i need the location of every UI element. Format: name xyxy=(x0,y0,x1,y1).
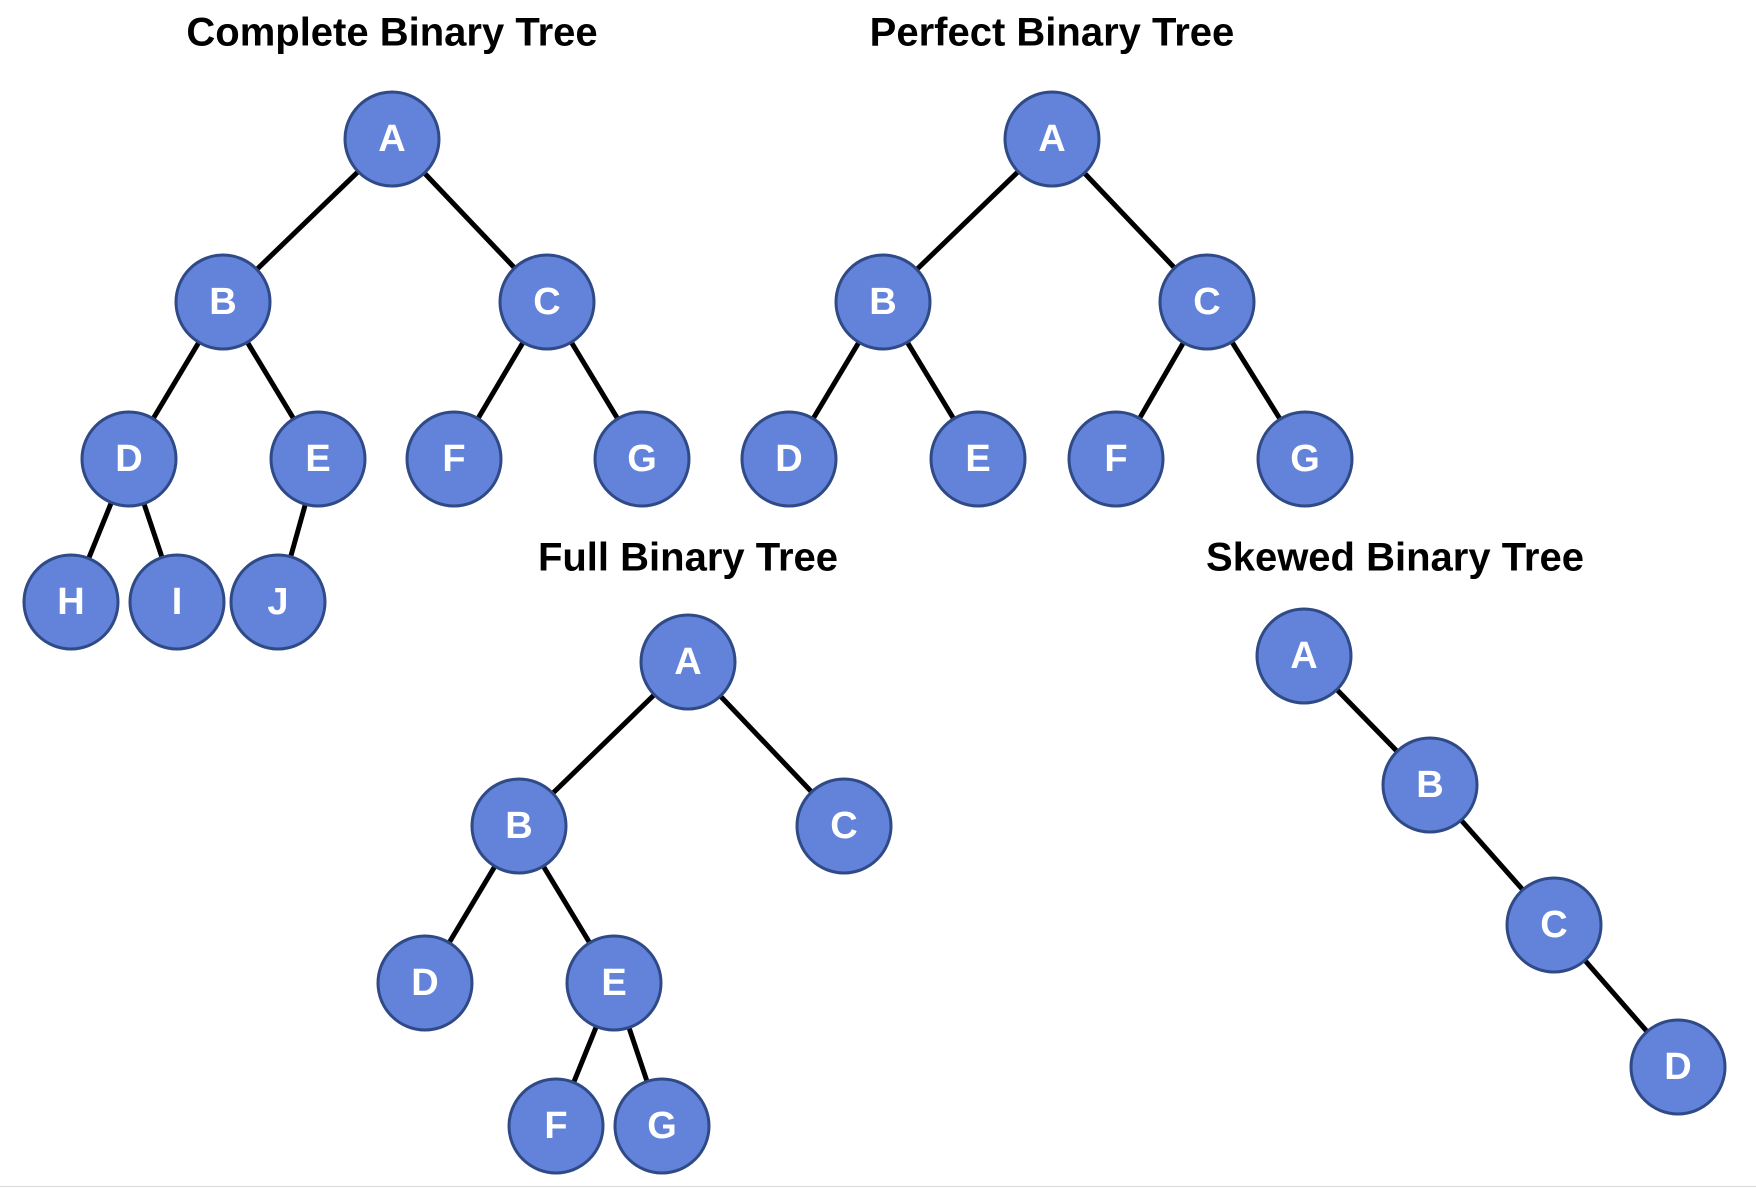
perfect-node-a-circle xyxy=(1003,90,1101,188)
title-perfect-binary-tree: Perfect Binary Tree xyxy=(870,11,1235,55)
skewed-node-c-circle xyxy=(1505,876,1603,974)
complete-node-h: H xyxy=(22,553,120,651)
perfect-node-g-circle xyxy=(1256,410,1354,508)
full-node-e-label: E xyxy=(601,962,626,1004)
skewed-node-c: C xyxy=(1505,876,1603,974)
full-node-f-label: F xyxy=(544,1105,567,1147)
perfect-node-f: F xyxy=(1067,410,1165,508)
title-skewed-binary-tree: Skewed Binary Tree xyxy=(1206,536,1584,580)
perfect-node-b-label: B xyxy=(869,281,896,323)
complete-node-e-label: E xyxy=(305,438,330,480)
perfect-node-d: D xyxy=(740,410,838,508)
full-node-b: B xyxy=(470,777,568,875)
full-node-a-circle xyxy=(639,613,737,711)
skewed-node-c-label: C xyxy=(1540,904,1567,946)
full-node-b-circle xyxy=(470,777,568,875)
full-node-c-label: C xyxy=(830,805,857,847)
full-node-e: E xyxy=(565,934,663,1032)
nodes-layer: A B C D E F G H I J A B C D E F G A B C D E F G A B C D xyxy=(22,90,1727,1175)
complete-node-b: B xyxy=(174,253,272,351)
complete-node-d-label: D xyxy=(115,438,142,480)
complete-node-f: F xyxy=(405,410,503,508)
perfect-node-d-circle xyxy=(740,410,838,508)
skewed-node-a-circle xyxy=(1255,607,1353,705)
complete-node-g-label: G xyxy=(627,438,657,480)
skewed-node-d-label: D xyxy=(1664,1046,1691,1088)
complete-node-f-circle xyxy=(405,410,503,508)
complete-node-h-circle xyxy=(22,553,120,651)
title-full-binary-tree: Full Binary Tree xyxy=(538,536,838,580)
complete-node-f-label: F xyxy=(442,438,465,480)
full-node-d: D xyxy=(376,934,474,1032)
perfect-node-f-circle xyxy=(1067,410,1165,508)
complete-node-i: I xyxy=(128,553,226,651)
full-node-c-circle xyxy=(795,777,893,875)
full-node-g-circle xyxy=(613,1077,711,1175)
perfect-node-b-circle xyxy=(834,253,932,351)
perfect-node-e: E xyxy=(929,410,1027,508)
title-complete-binary-tree: Complete Binary Tree xyxy=(186,11,597,55)
perfect-node-f-label: F xyxy=(1104,438,1127,480)
complete-node-c: C xyxy=(498,253,596,351)
perfect-node-c: C xyxy=(1158,253,1256,351)
complete-node-e-circle xyxy=(269,410,367,508)
perfect-node-g: G xyxy=(1256,410,1354,508)
perfect-node-a-label: A xyxy=(1038,118,1065,160)
skewed-node-d-circle xyxy=(1629,1018,1727,1116)
complete-node-b-circle xyxy=(174,253,272,351)
skewed-node-b-label: B xyxy=(1416,764,1443,806)
full-node-a: A xyxy=(639,613,737,711)
complete-node-j-circle xyxy=(229,553,327,651)
complete-node-i-circle xyxy=(128,553,226,651)
complete-node-d-circle xyxy=(80,410,178,508)
complete-node-i-label: I xyxy=(172,581,183,623)
full-node-g: G xyxy=(613,1077,711,1175)
complete-node-j: J xyxy=(229,553,327,651)
skewed-node-d: D xyxy=(1629,1018,1727,1116)
complete-node-h-label: H xyxy=(57,581,84,623)
complete-node-c-label: C xyxy=(533,281,560,323)
complete-node-g-circle xyxy=(593,410,691,508)
complete-node-a-label: A xyxy=(378,118,405,160)
full-node-f-circle xyxy=(507,1077,605,1175)
skewed-node-a-label: A xyxy=(1290,635,1317,677)
full-node-a-label: A xyxy=(674,641,701,683)
perfect-node-c-label: C xyxy=(1193,281,1220,323)
full-node-g-label: G xyxy=(647,1105,677,1147)
complete-node-e: E xyxy=(269,410,367,508)
complete-node-a: A xyxy=(343,90,441,188)
full-node-c: C xyxy=(795,777,893,875)
titles-layer: Complete Binary Tree Perfect Binary Tree… xyxy=(186,11,1584,580)
complete-node-b-label: B xyxy=(209,281,236,323)
complete-node-c-circle xyxy=(498,253,596,351)
full-node-e-circle xyxy=(565,934,663,1032)
complete-node-j-label: J xyxy=(267,581,288,623)
perfect-node-g-label: G xyxy=(1290,438,1320,480)
perfect-node-e-circle xyxy=(929,410,1027,508)
perfect-node-c-circle xyxy=(1158,253,1256,351)
perfect-node-a: A xyxy=(1003,90,1101,188)
complete-node-a-circle xyxy=(343,90,441,188)
perfect-node-d-label: D xyxy=(775,438,802,480)
skewed-node-b: B xyxy=(1381,736,1479,834)
bottom-divider xyxy=(0,1186,1756,1187)
perfect-node-b: B xyxy=(834,253,932,351)
complete-node-d: D xyxy=(80,410,178,508)
complete-node-g: G xyxy=(593,410,691,508)
perfect-node-e-label: E xyxy=(965,438,990,480)
full-node-f: F xyxy=(507,1077,605,1175)
skewed-node-b-circle xyxy=(1381,736,1479,834)
full-node-d-circle xyxy=(376,934,474,1032)
full-node-d-label: D xyxy=(411,962,438,1004)
full-node-b-label: B xyxy=(505,805,532,847)
skewed-node-a: A xyxy=(1255,607,1353,705)
